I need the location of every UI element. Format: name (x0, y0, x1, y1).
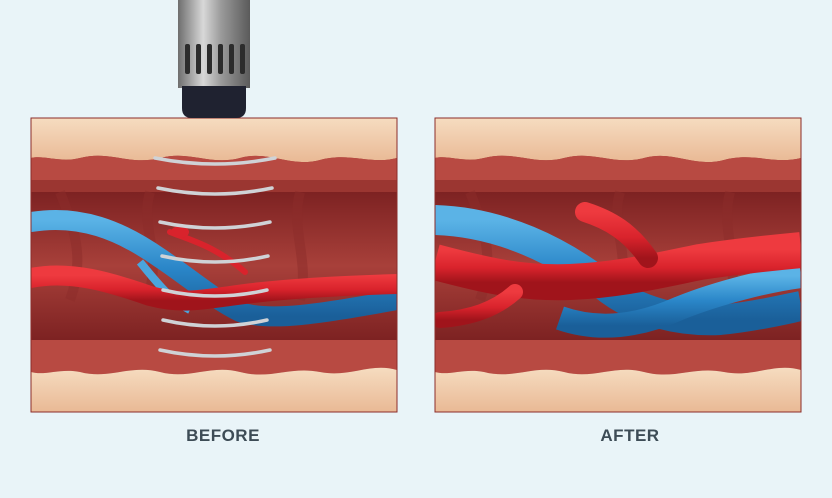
top-skin-layer (435, 118, 801, 163)
artery-branch (575, 202, 658, 268)
top-skin-layer (31, 118, 397, 163)
healthy-artery (435, 232, 801, 301)
bottom-skin-layer (31, 367, 397, 412)
after-panel (435, 118, 801, 412)
after-label: AFTER (600, 426, 660, 445)
before-panel (31, 118, 397, 412)
before-label: BEFORE (186, 426, 260, 445)
damaged-artery (31, 265, 397, 311)
shockwave-applicator-icon (178, 0, 250, 118)
artery-branch-lower (435, 284, 523, 328)
shockwave-arcs (153, 156, 277, 358)
bottom-skin-layer (435, 367, 801, 412)
healthy-vein (435, 205, 801, 336)
healthy-vein-lower (556, 264, 801, 338)
